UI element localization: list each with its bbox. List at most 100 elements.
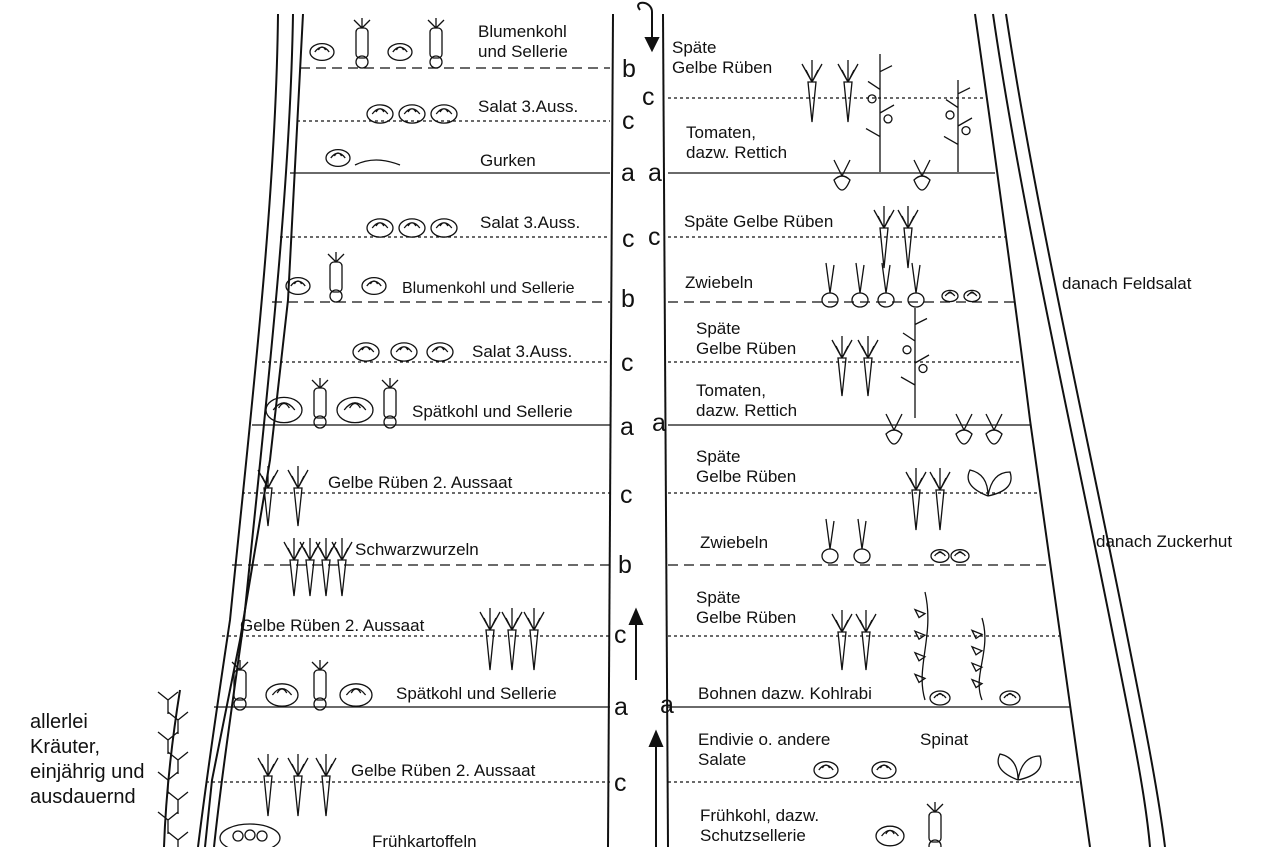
lettuce-leaf-icon [272, 402, 296, 411]
right-bed-edge [974, 13, 1091, 847]
carrot-leaves-icon [801, 60, 823, 83]
celery-icon [313, 669, 327, 701]
lettuce-icon [398, 104, 426, 124]
lettuce-icon [430, 104, 458, 124]
lettuce-icon [336, 396, 374, 424]
lettuce-leaf-icon [403, 222, 421, 229]
lettuce-leaf-icon [345, 687, 367, 696]
right-bed-label-4: Zwiebeln [685, 273, 754, 292]
left-bed-label-2: Salat 3.Auss. [478, 97, 579, 116]
carrot-icon [861, 631, 871, 671]
carrot-leaves-icon [501, 608, 523, 631]
celery-root-icon [329, 289, 343, 303]
lettuce-icon [339, 683, 373, 707]
lettuce-leaf-icon [933, 692, 947, 699]
lettuce-leaf-icon [357, 346, 375, 353]
carrot-leaves-icon [299, 538, 321, 561]
carrot-leaves-icon [831, 336, 853, 359]
celery-root-icon [313, 415, 327, 429]
bean-vine-icon [921, 591, 929, 701]
right-code-10: a [660, 691, 674, 719]
tomato-plant-icon [943, 80, 973, 172]
annotation-feldsalat: danach Feldsalat [1062, 274, 1192, 293]
left-code-8: c [620, 481, 633, 509]
lettuce-leaf-icon [966, 291, 978, 297]
right-bed-label-13: Frühkohl, dazw.Schutzsellerie [700, 806, 820, 845]
celery-leaves-icon [311, 378, 329, 389]
left-bed-label-7: Spätkohl und Sellerie [412, 402, 573, 421]
left-bed-label-11: Spätkohl und Sellerie [396, 684, 557, 703]
lettuce-icon [309, 42, 335, 62]
bean-leaf-icon [970, 629, 984, 640]
lettuce-leaf-icon [934, 551, 946, 557]
lettuce-icon [366, 218, 394, 238]
carrot-leaves-icon [287, 754, 309, 777]
carrot-leaves-icon [837, 60, 859, 83]
bean-leaf-icon [913, 651, 927, 662]
onion-leaves-icon [825, 518, 835, 550]
radish-icon [885, 429, 903, 445]
carrot-icon [337, 559, 347, 597]
left-bed-label-3: Gurken [480, 151, 536, 170]
left-border-outer [197, 13, 279, 847]
left-bed-label-12: Gelbe Rüben 2. Aussaat [351, 761, 536, 780]
bean-leaf-icon [913, 629, 927, 641]
carrot-icon [935, 489, 945, 531]
radish-leaves-icon [885, 413, 903, 431]
right-border-outer [992, 13, 1151, 847]
herb-icon [157, 731, 179, 754]
celery-root-icon [928, 839, 942, 847]
celery-leaves-icon [427, 18, 445, 29]
onion-icon [877, 292, 895, 308]
bean-leaf-icon [970, 645, 984, 656]
carrot-leaves-icon [929, 468, 951, 491]
lettuce-icon [930, 549, 950, 563]
bean-leaf-icon [913, 673, 927, 684]
celery-root-icon [233, 697, 247, 711]
left-bed-label-10: Gelbe Rüben 2. Aussaat [240, 616, 425, 635]
lettuce-leaf-icon [271, 687, 293, 696]
carrot-icon [911, 489, 921, 531]
onion-icon [821, 548, 839, 564]
left-bed-label-4: Salat 3.Auss. [480, 213, 581, 232]
lettuce-icon [387, 42, 413, 62]
celery-leaves-icon [381, 378, 399, 389]
onion-leaves-icon [855, 262, 865, 294]
herb-icon [167, 751, 189, 774]
radish-leaves-icon [985, 413, 1003, 431]
carrot-icon [837, 357, 847, 397]
onion-leaves-icon [911, 262, 921, 294]
right-bed-label-10: Bohnen dazw. Kohlrabi [698, 684, 872, 703]
celery-root-icon [383, 415, 397, 429]
lettuce-leaf-icon [371, 108, 389, 115]
right-bed-label-6: Tomaten,dazw. Rettich [696, 381, 798, 420]
left-code-11: a [614, 693, 628, 721]
celery-root-icon [313, 697, 327, 711]
carrot-leaves-icon [905, 468, 927, 491]
lettuce-icon [941, 289, 959, 303]
celery-leaves-icon [353, 18, 371, 29]
left-code-4: c [622, 225, 635, 253]
onion-icon [851, 292, 869, 308]
carrot-leaves-icon [257, 754, 279, 777]
carrot-leaves-icon [873, 206, 895, 229]
carrot-icon [843, 81, 853, 123]
radish-icon [985, 429, 1003, 445]
potato-icon [244, 829, 256, 841]
left-code-10: c [614, 621, 627, 649]
bean-leaf-icon [970, 661, 984, 673]
lettuce-icon [398, 218, 426, 238]
carrot-leaves-icon [283, 538, 305, 561]
lettuce-leaf-icon [431, 346, 449, 353]
left-bed-label-13: Frühkartoffeln [372, 832, 477, 851]
carrot-leaves-icon [831, 610, 853, 633]
right-bed-label-12: Spinat [920, 730, 969, 749]
herb-icon [157, 691, 179, 714]
carrot-icon [807, 81, 817, 123]
left-bed-label-9: Schwarzwurzeln [355, 540, 479, 559]
right-code-3: c [648, 223, 661, 251]
tomato-icon [961, 125, 971, 136]
